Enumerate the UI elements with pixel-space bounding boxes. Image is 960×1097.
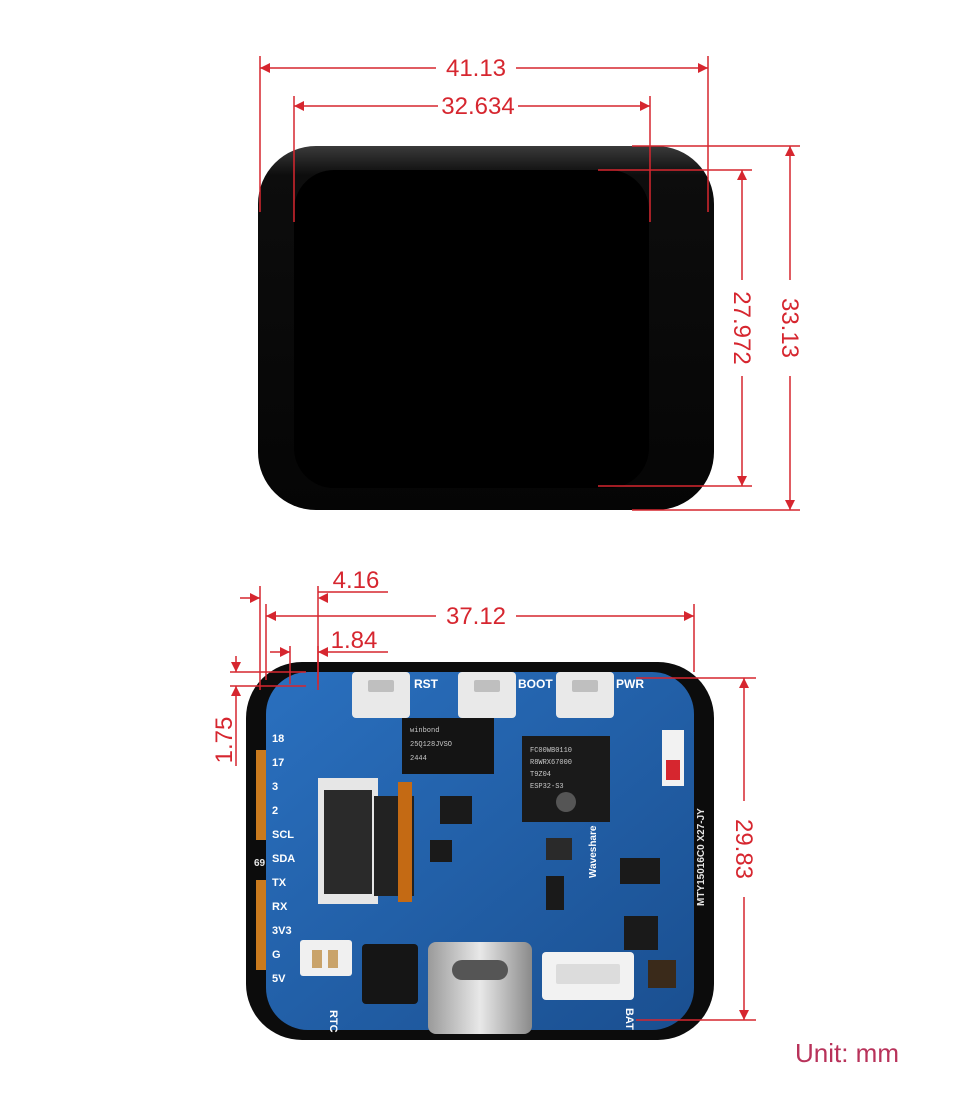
chip-line-2: T9Z04 bbox=[530, 771, 551, 779]
dim-offset-1-75-label: 1.75 bbox=[211, 717, 238, 764]
chip-line-0: FC00WB0110 bbox=[530, 747, 572, 755]
flex-strip bbox=[256, 750, 266, 840]
button-rst-label: RST bbox=[414, 677, 439, 691]
button-rst: RST bbox=[352, 672, 439, 718]
rtc-connector: RTC bbox=[300, 940, 352, 1033]
battery-connector: BAT bbox=[542, 952, 635, 1030]
unit-label: Unit: mm bbox=[795, 1038, 899, 1068]
display-front-view bbox=[258, 146, 714, 510]
dim-display-width: 32.634 bbox=[293, 93, 651, 222]
dim-ext-lines-bottom bbox=[636, 677, 756, 1021]
pin-label-7: RX bbox=[272, 901, 288, 913]
button-boot-label: BOOT bbox=[518, 677, 553, 691]
pin-label-1: 17 bbox=[272, 757, 284, 769]
dim-board-width-label: 37.12 bbox=[446, 603, 506, 630]
board-edge-text: MTY15016C0 X27-JY bbox=[696, 808, 707, 906]
button-pwr-label: PWR bbox=[616, 677, 644, 691]
dim-outer-width: 41.13 bbox=[259, 55, 709, 212]
ic-component bbox=[620, 858, 660, 884]
dim-board-width: 37.12 bbox=[265, 603, 695, 680]
dim-offset-1-84-label: 1.84 bbox=[331, 627, 378, 654]
dim-board-height: 29.83 bbox=[730, 678, 757, 1020]
pin-label-3: 2 bbox=[272, 805, 278, 817]
sd-holder-accent bbox=[666, 760, 680, 780]
dim-offset-4-16-label: 4.16 bbox=[333, 567, 380, 594]
pcb-back-view: RST BOOT PWR winbond 25Q128JVSO 2444 FC0… bbox=[246, 662, 714, 1040]
flash-chip: winbond 25Q128JVSO 2444 bbox=[402, 718, 494, 774]
pin-label-6: TX bbox=[272, 877, 287, 889]
flash-line-2: 2444 bbox=[410, 755, 427, 763]
dim-outer-width-label: 41.13 bbox=[446, 55, 506, 82]
pin-label-4: SCL bbox=[272, 829, 294, 841]
dim-offset-1-84: 1.84 bbox=[270, 627, 388, 684]
ic-component bbox=[430, 840, 452, 862]
espressif-logo-icon bbox=[556, 792, 576, 812]
dim-outer-height: 33.13 bbox=[776, 146, 803, 510]
board-edge-side-text: 69 bbox=[254, 858, 266, 869]
fpc-connector bbox=[318, 778, 414, 904]
rtc-label: RTC bbox=[327, 1010, 339, 1033]
brand-label: Waveshare bbox=[588, 825, 599, 878]
dim-offset-1-75: 1.75 bbox=[211, 656, 306, 766]
ic-component bbox=[624, 916, 658, 950]
pin-label-8: 3V3 bbox=[272, 925, 292, 937]
dim-display-height-label: 27.972 bbox=[728, 291, 755, 364]
pin-label-5: SDA bbox=[272, 853, 295, 865]
display-active-area bbox=[294, 170, 649, 488]
pin-label-0: 18 bbox=[272, 733, 284, 745]
flash-line-1: 25Q128JVSO bbox=[410, 741, 452, 749]
chip-line-3: ESP32-S3 bbox=[530, 783, 564, 791]
dim-display-height: 27.972 bbox=[728, 170, 755, 486]
chip-line-1: R8WRX67000 bbox=[530, 759, 572, 767]
ic-component bbox=[546, 876, 564, 910]
ic-component bbox=[440, 796, 472, 824]
dim-display-width-label: 32.634 bbox=[441, 93, 514, 120]
dim-board-height-label: 29.83 bbox=[730, 819, 757, 879]
flex-strip bbox=[256, 880, 266, 970]
button-boot: BOOT bbox=[458, 672, 553, 718]
esp32-chip: FC00WB0110 R8WRX67000 T9Z04 ESP32-S3 bbox=[522, 736, 610, 822]
buzzer bbox=[362, 944, 418, 1004]
dim-ext-lines-top bbox=[598, 145, 800, 511]
pin-label-9: G bbox=[272, 949, 281, 961]
usb-c-port bbox=[428, 942, 532, 1034]
pin-label-10: 5V bbox=[272, 973, 286, 985]
button-pwr: PWR bbox=[556, 672, 644, 718]
pin-label-2: 3 bbox=[272, 781, 278, 793]
dimension-lines: 41.13 32.634 27.972 33.13 37.12 4.16 1.84 1.75 2… bbox=[211, 55, 803, 1021]
flash-line-0: winbond bbox=[410, 727, 439, 735]
ic-component bbox=[648, 960, 676, 988]
ic-component bbox=[546, 838, 572, 860]
bat-label: BAT bbox=[623, 1008, 635, 1030]
dim-outer-height-label: 33.13 bbox=[776, 298, 803, 358]
